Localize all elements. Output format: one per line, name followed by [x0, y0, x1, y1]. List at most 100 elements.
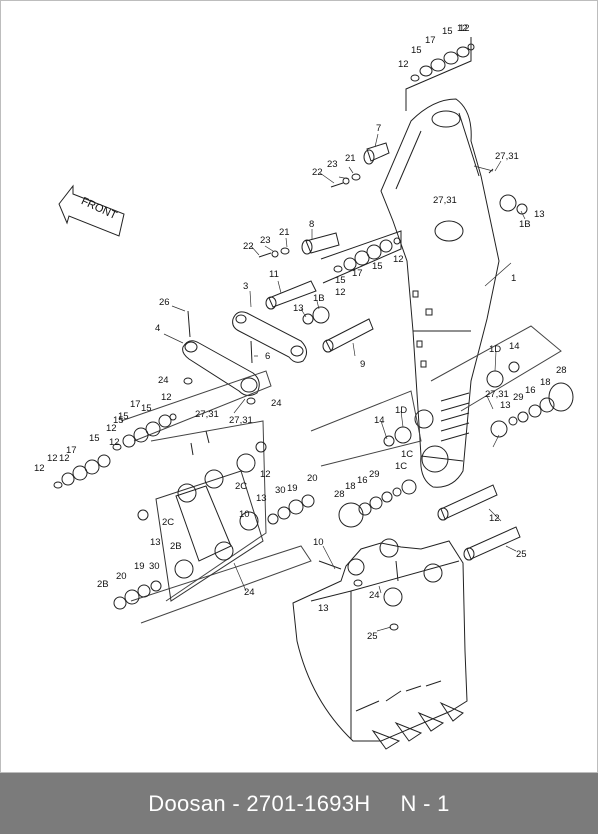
callout-label: 18 — [345, 481, 356, 492]
callout-label: 12 — [335, 287, 346, 298]
bucket — [292, 538, 468, 750]
callout-label: 30 — [275, 485, 286, 496]
callout-label: 4 — [155, 323, 160, 334]
callout-label: 12 — [161, 392, 172, 403]
callout-label: 15 — [118, 411, 129, 422]
callout-label: 15 — [89, 433, 100, 444]
callout-label: 15 — [335, 275, 346, 286]
bushing-1b-right — [488, 168, 528, 215]
callout-label: 15 — [141, 403, 152, 414]
callout-label: 2B — [170, 541, 182, 552]
callout-label: 22 — [243, 241, 254, 252]
link-3 — [232, 311, 307, 363]
callout-label: 27,31 — [433, 195, 457, 206]
link-4 — [182, 310, 260, 397]
callout-label: 28 — [556, 365, 567, 376]
callout-label: 9 — [360, 359, 365, 370]
callout-label: 1C — [401, 449, 413, 460]
pin-7-assembly — [330, 142, 390, 188]
callout-label: 20 — [307, 473, 318, 484]
pin-11 — [265, 280, 317, 310]
upper-right-washer-row — [267, 494, 315, 525]
callout-label: 24 — [369, 590, 380, 601]
callout-label: 12 — [457, 23, 468, 34]
right-washer-row — [486, 361, 574, 438]
callout-labels: 121517151212721232227,31131B27,318212322… — [34, 23, 567, 642]
callout-label: 14 — [374, 415, 385, 426]
bucket-washer-row — [338, 426, 417, 528]
callout-label: 10 — [313, 537, 324, 548]
callout-label: 17 — [66, 445, 77, 456]
callout-label: 15 — [442, 26, 453, 37]
callout-label: 12 — [260, 469, 271, 480]
callout-label: 6 — [265, 351, 270, 362]
callout-label: 19 — [287, 483, 298, 494]
callout-label: 27,31 — [495, 151, 519, 162]
left-washer-stack — [53, 413, 177, 489]
pin-9 — [322, 318, 374, 353]
callout-label: 1D — [489, 344, 501, 355]
callout-label: 17 — [352, 268, 363, 279]
callout-label: 13 — [318, 603, 329, 614]
callout-label: 7 — [376, 123, 381, 134]
callout-label: 22 — [312, 167, 323, 178]
callout-label: 2C — [162, 517, 174, 528]
callout-label: 2C — [235, 481, 247, 492]
pin-8-assembly — [258, 232, 340, 258]
callout-label: 19 — [134, 561, 145, 572]
callout-label: 20 — [116, 571, 127, 582]
callout-label: 12 — [393, 254, 404, 265]
callout-label: 3 — [243, 281, 248, 292]
callout-label: 12 — [47, 453, 58, 464]
callout-label: 15 — [372, 261, 383, 272]
callout-label: 13 — [150, 537, 161, 548]
callout-label: 27,31 — [195, 409, 219, 420]
callout-label: 12 — [459, 23, 470, 34]
top-washer-stack — [405, 37, 475, 111]
callout-label: 26 — [159, 297, 170, 308]
callout-label: 28 — [334, 489, 345, 500]
callout-label: 30 — [149, 561, 160, 572]
callout-label: 16 — [525, 385, 536, 396]
bushing-1b-left — [302, 306, 330, 325]
leader-lines — [163, 133, 526, 632]
h-link-2 — [137, 430, 267, 602]
callout-label: 24 — [158, 375, 169, 386]
excavator-boom-bucket-exploded-diagram: FRONT 121517151212721232227,31131B27,318… — [34, 23, 574, 750]
pin-10-pair — [437, 484, 521, 561]
callout-label: 1 — [511, 273, 516, 284]
middle-washer-stack — [320, 230, 402, 284]
callout-label: 13 — [500, 400, 511, 411]
callout-label: 17 — [425, 35, 436, 46]
callout-label: 23 — [260, 235, 271, 246]
callout-label: 24 — [244, 587, 255, 598]
callout-label: 13 — [293, 303, 304, 314]
callout-label: 15 — [411, 45, 422, 56]
callout-label: 24 — [271, 398, 282, 409]
callout-label: 2B — [97, 579, 109, 590]
assembly-outline — [120, 325, 562, 624]
callout-label: 17 — [130, 399, 141, 410]
separator: - — [225, 790, 247, 816]
callout-label: 1B — [313, 293, 325, 304]
callout-label: 8 — [309, 219, 314, 230]
callout-label: 12 — [398, 59, 409, 70]
callout-label: 29 — [369, 469, 380, 480]
callout-label: 21 — [345, 153, 356, 164]
callout-label: 12 — [34, 463, 45, 474]
callout-label: 25 — [516, 549, 527, 560]
brand-name: Doosan — [148, 790, 226, 816]
callout-label: 12 — [59, 453, 70, 464]
callout-label: 1D — [395, 405, 407, 416]
boom-arm-part — [380, 98, 500, 488]
callout-label: 14 — [509, 341, 520, 352]
callout-label: 10 — [239, 509, 250, 520]
callout-label: 12 — [489, 513, 500, 524]
callout-label: 16 — [357, 475, 368, 486]
page-code: N - 1 — [400, 790, 450, 816]
callout-label: 12 — [106, 423, 117, 434]
lower-left-washer-row — [113, 580, 162, 610]
callout-label: 25 — [367, 631, 378, 642]
